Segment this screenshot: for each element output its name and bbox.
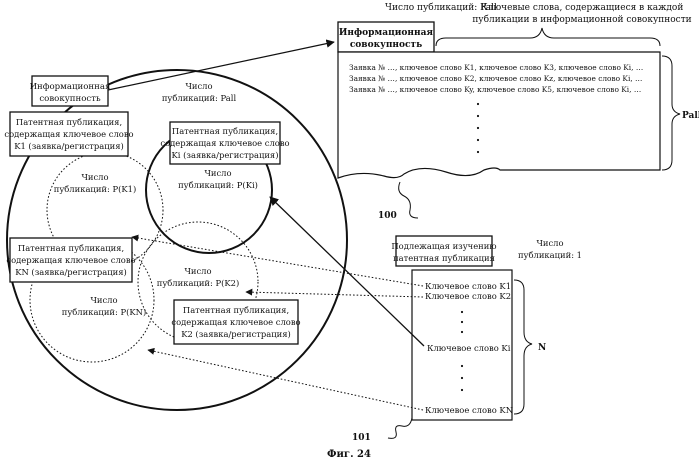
table-row-2: Заявка № …, ключевое слово K2, ключевое …	[349, 74, 642, 83]
figure-caption: Фиг. 24	[327, 449, 371, 460]
pall-brace-label: Pall	[682, 111, 699, 121]
pk2-label-line2: публикаций: P(K2)	[157, 278, 239, 288]
target-box-line2: патентная публикация	[393, 253, 495, 263]
pkn-label-line2: публикаций: P(KN)	[62, 307, 146, 317]
kw-kn: Ключевое слово KN	[425, 405, 513, 415]
info-box-left-line2: совокупность	[39, 94, 101, 104]
kn-box-line1: Патентная публикация,	[18, 243, 124, 253]
k2-box-line1: Патентная публикация,	[183, 305, 289, 315]
table-row-1: Заявка № …, ключевое слово K1, ключевое …	[349, 63, 643, 72]
ref-101-leader	[388, 418, 412, 438]
target-count-line2: публикаций: 1	[518, 250, 582, 260]
target-box-line1: Подлежащая изучению	[391, 241, 496, 251]
k1-box-line1: Патентная публикация,	[16, 117, 122, 127]
keywords-header-line2: публикации в информационной совокупности	[472, 14, 691, 25]
k2-box-line3: K2 (заявка/регистрация)	[181, 329, 291, 339]
kn-box-line2: содержащая ключевое слово	[6, 255, 135, 265]
kn-box-line3: KN (заявка/регистрация)	[15, 267, 127, 277]
k2-box-line2: содержащая ключевое слово	[171, 317, 300, 327]
top-brace	[436, 28, 660, 46]
kw-k2: Ключевое слово K2	[425, 291, 511, 301]
k1-box-line2: содержащая ключевое слово	[4, 129, 133, 139]
n-label: N	[538, 343, 546, 353]
ref-100-leader	[399, 182, 418, 218]
arrow-k2	[246, 292, 423, 297]
pk1-label-line1: Число	[81, 172, 108, 182]
target-count-line1: Число	[536, 238, 563, 248]
pk2-label-line1: Число	[184, 266, 211, 276]
info-box-left-line1: Информационная	[30, 82, 111, 92]
keywords-header-line1: Ключевые слова, содержащиеся в каждой	[481, 3, 684, 13]
ref-100: 100	[378, 211, 397, 221]
info-box-top-line1: Информационная	[339, 28, 433, 38]
pki-label-line1: Число	[204, 168, 231, 178]
n-brace	[514, 280, 532, 414]
pki-label-line2: публикаций: P(Ki)	[178, 180, 258, 190]
kw-ki: Ключевое слово Ki	[427, 343, 511, 353]
circle-pall-label-line2: публикаций: Pall	[162, 93, 237, 103]
pk1-label-line2: публикаций: P(K1)	[54, 184, 136, 194]
kw-k1: Ключевое слово K1	[425, 281, 511, 291]
info-box-top-line2: совокупность	[350, 40, 422, 50]
ki-box-line1: Патентная публикация,	[172, 126, 278, 136]
pall-brace	[662, 56, 680, 170]
ki-box-line2: содержащая ключевое слово	[160, 138, 289, 148]
table-row-3: Заявка № …, ключевое слово Ky, ключевое …	[349, 85, 641, 94]
pkn-label-line1: Число	[90, 295, 117, 305]
circle-pall-label-line1: Число	[185, 81, 212, 91]
arrow-kn	[148, 350, 423, 410]
k1-box-line3: K1 (заявка/регистрация)	[14, 141, 124, 151]
ki-box-line3: Ki (заявка/регистрация)	[172, 150, 279, 160]
ref-101: 101	[352, 433, 371, 443]
info-arrow	[108, 42, 334, 90]
